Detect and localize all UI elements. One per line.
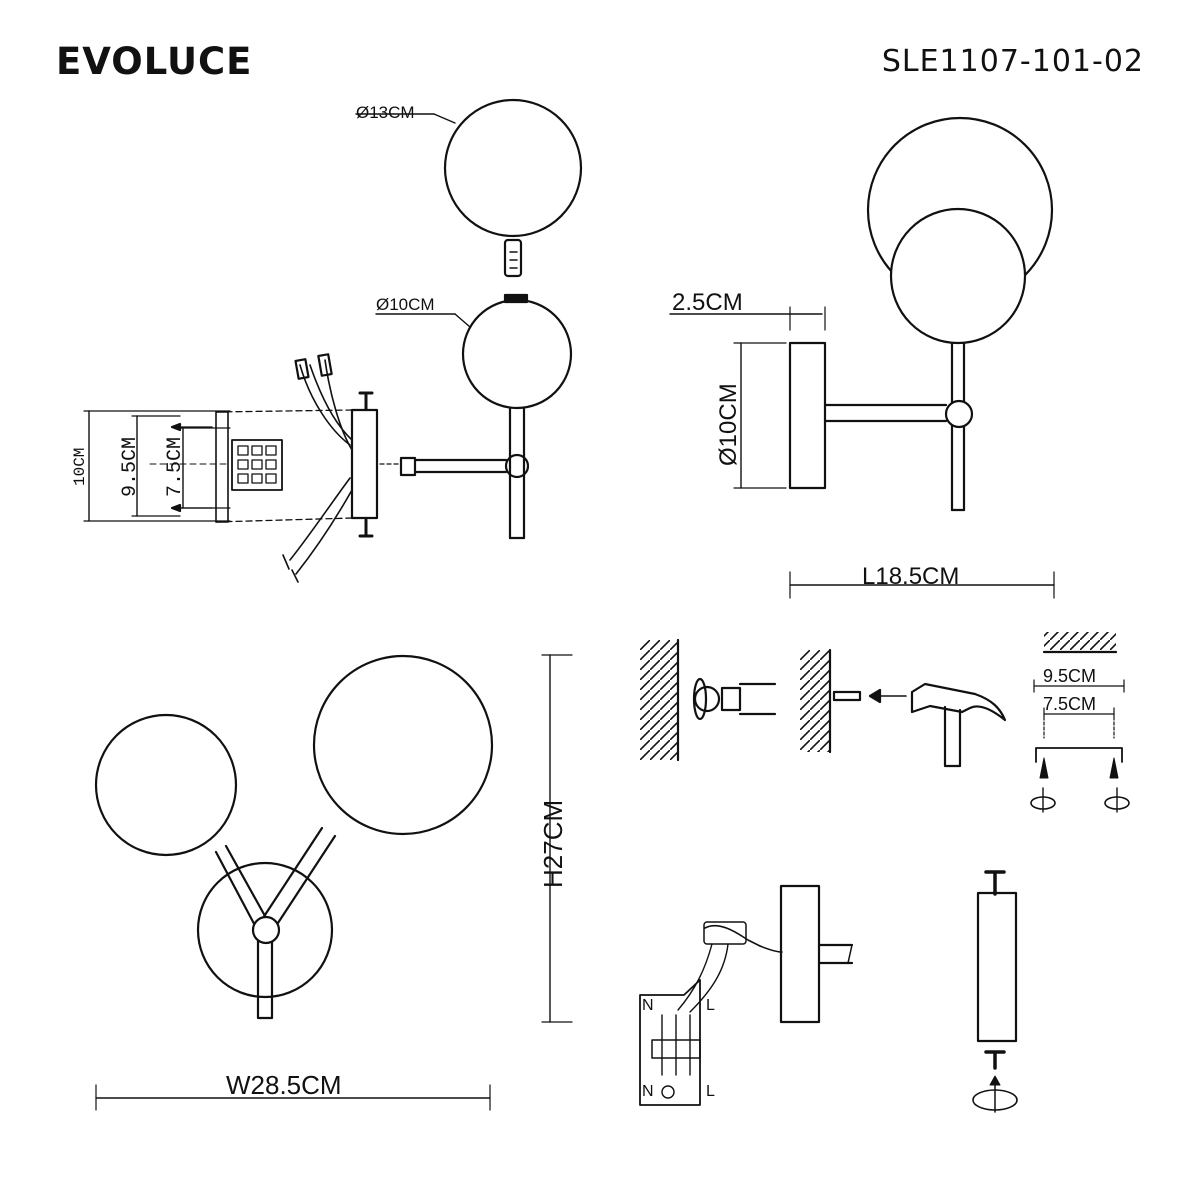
step-drill <box>640 638 777 762</box>
side-view: 2.5CM Ø10CM L18.5CM <box>669 116 1055 599</box>
large-globe <box>443 98 583 238</box>
step-hammer <box>800 648 1007 768</box>
front-left-globe <box>94 713 238 857</box>
side-joint-ball <box>944 399 974 429</box>
front-center-joint <box>251 915 281 945</box>
label-step-spacing-inner: 7.5CM <box>1043 694 1096 714</box>
label-mount-inner: 7.5CM <box>164 437 187 497</box>
label-backplate-height: 10CM <box>71 448 89 486</box>
front-backplate <box>196 861 334 999</box>
backplate-view: 10CM 9.5CM 7.5CM <box>71 353 399 583</box>
label-terminal-n-top: N <box>642 997 654 1014</box>
bulb-socket <box>503 238 523 278</box>
label-step-spacing-outer: 9.5CM <box>1043 666 1096 686</box>
label-shade-small: Ø10CM <box>376 295 435 314</box>
install-steps: 9.5CM 7.5CM N L N L <box>639 632 1130 1113</box>
label-depth: 2.5CM <box>672 289 743 316</box>
small-globe <box>461 298 573 410</box>
label-width: W28.5CM <box>226 1070 342 1100</box>
globe-collar <box>503 293 529 304</box>
backplate <box>350 408 379 520</box>
label-terminal-l-top: L <box>706 997 715 1014</box>
model-number: SLE1107-101-02 <box>881 44 1144 79</box>
label-height: H27CM <box>538 800 568 888</box>
label-terminal-l-bottom: L <box>706 1083 715 1100</box>
joint-ball <box>504 453 530 479</box>
step-bracket: 9.5CM 7.5CM <box>1030 632 1130 813</box>
side-backplate <box>788 341 827 490</box>
hammer-icon <box>910 682 1007 722</box>
label-length: L18.5CM <box>862 563 959 590</box>
step-fasten <box>972 870 1018 1113</box>
front-right-globe <box>312 654 494 836</box>
label-terminal-n-bottom: N <box>642 1083 654 1100</box>
terminal-block <box>231 439 283 491</box>
step-wiring: N L N L <box>639 884 854 1106</box>
front-view: H27CM W28.5CM <box>94 654 573 1111</box>
label-mount-outer: 9.5CM <box>119 437 142 497</box>
label-plate-diameter: Ø10CM <box>715 383 742 466</box>
top-view: Ø13CM Ø10CM <box>355 98 583 540</box>
brand-logo: EVOLUCE <box>56 40 253 83</box>
side-small-globe <box>889 207 1027 345</box>
label-shade-large: Ø13CM <box>356 103 415 122</box>
